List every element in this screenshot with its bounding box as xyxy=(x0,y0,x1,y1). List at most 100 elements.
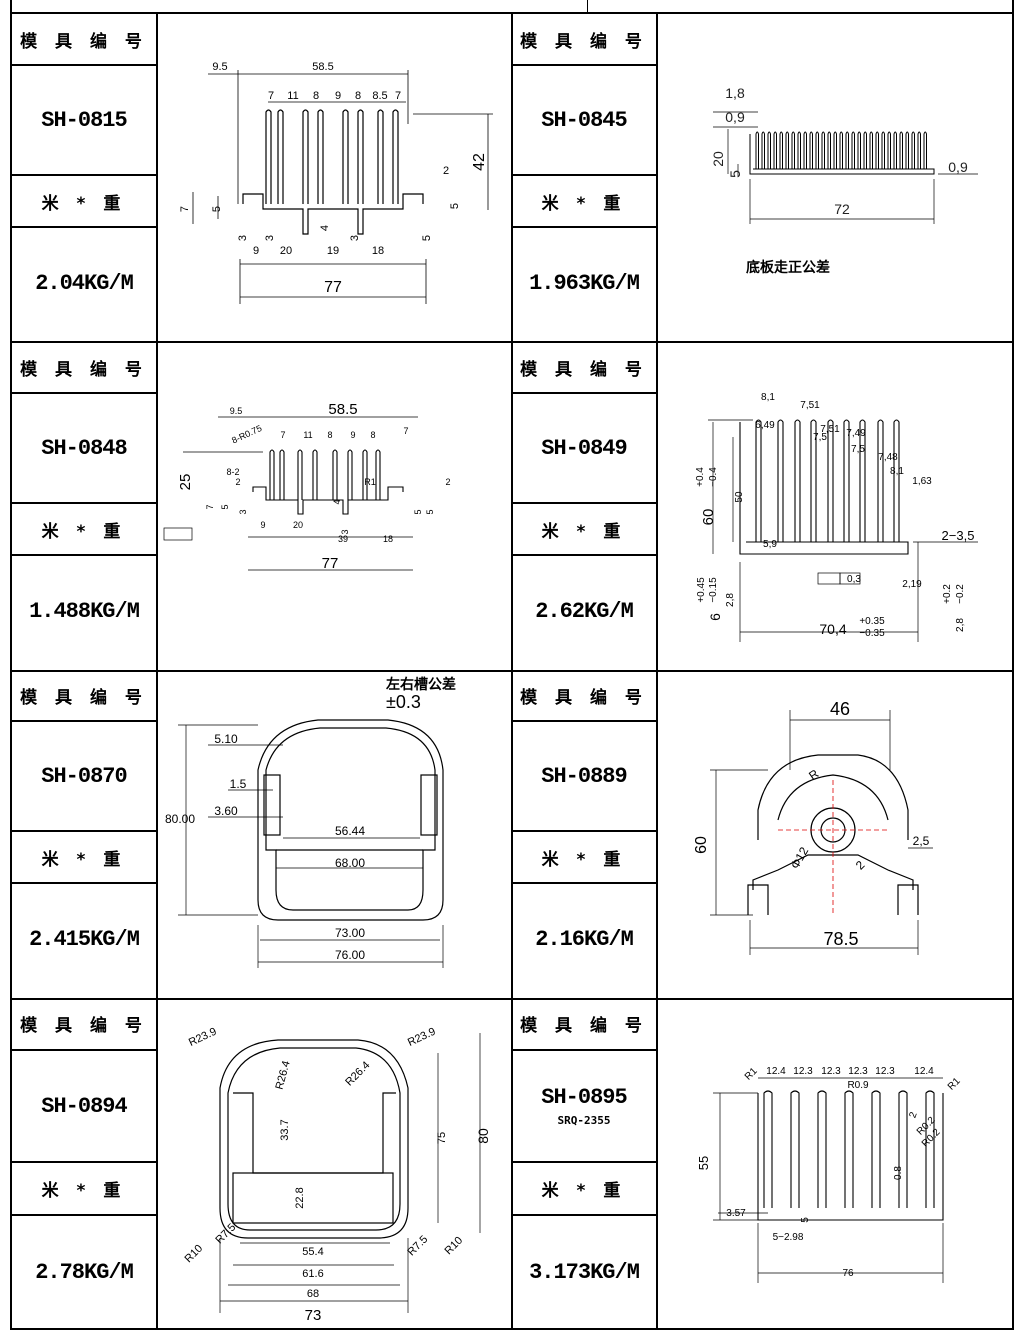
dimension-label: 7,5 xyxy=(851,444,865,455)
dimension-label: 3 xyxy=(340,529,350,534)
dimension-label: 68 xyxy=(307,1288,319,1300)
mold-code: SH-0889 xyxy=(512,722,656,832)
dimension-label: 5 xyxy=(800,1217,811,1223)
dimension-label: 76 xyxy=(842,1268,854,1279)
dimension-label: 5.10 xyxy=(214,732,238,746)
mold-subcode: SRQ-2355 xyxy=(557,1114,611,1127)
heatsink-fin xyxy=(755,131,759,169)
dimension-label: 2,5 xyxy=(913,834,930,848)
row-divider xyxy=(12,670,1012,672)
dimension-label: 5 xyxy=(211,206,223,212)
dimension-label: 0,3 xyxy=(847,574,861,585)
dimension-label: 3 xyxy=(237,235,249,241)
dimension-label: 58.5 xyxy=(312,61,333,73)
heatsink-fin xyxy=(332,449,338,500)
dimension-label: 7 xyxy=(205,504,215,509)
heatsink-fin xyxy=(875,131,879,169)
weight-label: 米 * 重 xyxy=(12,1163,156,1216)
dimension-label: R23.9 xyxy=(187,1026,219,1049)
heatsink-fin xyxy=(392,109,399,204)
heatsink-fin xyxy=(893,419,900,542)
dimension-label: 12.4 xyxy=(766,1066,786,1077)
heatsink-fin xyxy=(857,131,861,169)
heatsink-fin xyxy=(763,1090,773,1208)
weight-label: 米 * 重 xyxy=(512,832,656,884)
heatsink-fin xyxy=(845,131,849,169)
dimension-label: −0.35 xyxy=(859,628,885,639)
dimension-label: 2−3,5 xyxy=(942,528,975,543)
heatsink-fin xyxy=(917,131,921,169)
heatsink-fin xyxy=(871,1090,881,1208)
dimension-label: −0.15 xyxy=(708,577,719,603)
weight-label: 米 * 重 xyxy=(512,504,656,556)
heatsink-fin xyxy=(797,131,801,169)
weight-label: 米 * 重 xyxy=(12,176,156,228)
heatsink-fin xyxy=(905,131,909,169)
dimension-label: 8-2 xyxy=(226,467,239,477)
weight-label: 米 * 重 xyxy=(512,1163,656,1216)
dimension-label: 5 xyxy=(449,203,461,209)
dimension-label: 3.57 xyxy=(726,1208,746,1219)
dimension-label: 2,8 xyxy=(955,618,966,632)
heatsink-fin xyxy=(809,131,813,169)
mold-code: SH-0894 xyxy=(12,1051,156,1163)
mold-no-label: 模 具 编 号 xyxy=(12,998,156,1051)
dimension-label: 11 xyxy=(287,90,298,102)
mold-code: SH-0848 xyxy=(12,394,156,504)
mold-no-label: 模 具 编 号 xyxy=(12,342,156,394)
dimension-label: R1 xyxy=(364,477,376,487)
weight-label: 米 * 重 xyxy=(12,504,156,556)
dimension-label: 3 xyxy=(238,509,248,514)
dimension-label: 2 xyxy=(908,1110,920,1119)
heatsink-fin xyxy=(312,449,318,500)
mold-code: SH-0849 xyxy=(512,394,656,504)
dimension-label: 7 xyxy=(268,90,274,102)
dimension-label: 1,63 xyxy=(912,476,932,487)
dimension-label: R10 xyxy=(442,1234,465,1257)
dimension-label: 9.5 xyxy=(230,406,243,416)
dimension-label: 9 xyxy=(253,245,259,257)
heatsink-fin xyxy=(887,131,891,169)
dimension-label: +0.4 xyxy=(695,467,706,487)
dimension-label: 78.5 xyxy=(823,929,858,949)
heatsink-fin xyxy=(817,1090,827,1208)
dimension-label: 6,49 xyxy=(755,420,775,431)
weight-value: 1.488KG/M xyxy=(29,598,140,624)
dimension-label: 42 xyxy=(471,153,488,171)
dimension-label: 0.8 xyxy=(893,1166,904,1180)
heatsink-fin xyxy=(755,419,762,542)
dimension-label: 1.5 xyxy=(230,777,247,791)
heatsink-fin xyxy=(761,131,765,169)
dimension-label: 72 xyxy=(834,201,850,217)
dimension-label: 9 xyxy=(350,430,355,440)
heatsink-fin xyxy=(791,131,795,169)
dimension-label: 58.5 xyxy=(328,401,357,418)
dimension-label: 20 xyxy=(280,245,292,257)
dimension-label: R0.9 xyxy=(847,1080,869,1091)
dimension-label: 8 xyxy=(370,430,375,440)
dimension-label: 73.00 xyxy=(335,926,365,940)
weight-value: 2.62KG/M xyxy=(535,598,634,624)
heatsink-fin xyxy=(821,131,825,169)
dimension-label: 77 xyxy=(324,279,342,296)
heatsink-fin xyxy=(767,131,771,169)
dimension-label: 9 xyxy=(260,520,265,530)
heatsink-fin xyxy=(844,1090,854,1208)
dimension-label: 2 xyxy=(445,477,450,487)
dimension-label: 5 xyxy=(425,509,435,514)
dimension-label: 11 xyxy=(303,430,312,440)
heatsink-fin xyxy=(269,449,275,500)
mold-no-label: 模 具 编 号 xyxy=(512,998,656,1051)
mold-code-text: SH-0889 xyxy=(541,763,627,789)
heatsink-fin xyxy=(377,109,384,204)
heatsink-fin xyxy=(317,109,324,204)
dimension-label: 12.4 xyxy=(914,1066,934,1077)
dimension-label: 8 xyxy=(313,90,319,102)
mold-no-label: 模 具 编 号 xyxy=(512,670,656,722)
weight-value: 3.173KG/M xyxy=(529,1259,640,1285)
heatsink-fin xyxy=(869,131,873,169)
weight-label: 米 * 重 xyxy=(512,176,656,228)
